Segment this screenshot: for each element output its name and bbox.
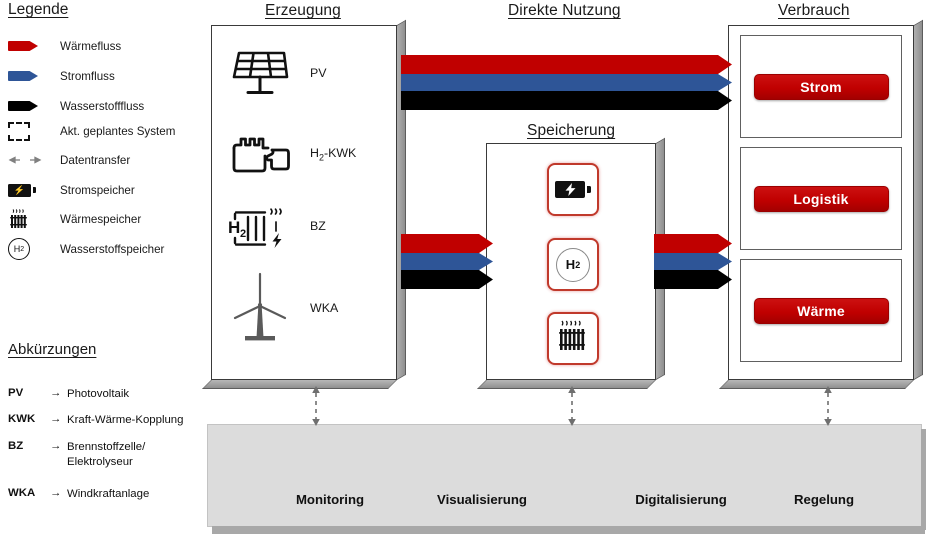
legend-item-label: Wasserstoffspeicher <box>60 242 165 256</box>
generation-row-label: BZ <box>310 219 326 233</box>
storage-tile-electricity <box>547 163 599 216</box>
flow-arrow-hydrogen-to-storage <box>401 270 493 289</box>
digital-layer-label-regelung: Regelung <box>793 492 855 507</box>
chp-plant-icon <box>224 132 296 176</box>
wind-turbine-icon <box>224 272 296 344</box>
legend-item-label: Wärmefluss <box>60 39 122 53</box>
legend-item-planned-system: Akt. geplantes System <box>8 118 213 144</box>
digital-layer-bar: Monitoring Visualisierung Digitalisierun… <box>207 424 926 534</box>
flow-arrow-heat-to-storage <box>401 234 493 253</box>
abbreviation-key: BZ <box>8 440 24 452</box>
generation-row-wka: WKA <box>224 272 374 341</box>
generation-row-chp: H2-KWK <box>224 124 374 184</box>
flow-arrow-power-direct <box>401 74 732 91</box>
legend-title: Legende <box>8 1 69 18</box>
column-title-direct-use: Direkte Nutzung <box>508 2 621 19</box>
digital-layer-label-digitalisierung: Digitalisierung <box>635 492 727 507</box>
digital-layer-bar-side-shadow <box>921 429 926 530</box>
consumption-pill-waerme[interactable]: Wärme <box>753 297 889 324</box>
blue-flow-arrow-icon <box>8 66 50 86</box>
legend-item-heat-storage: Wärmespeicher <box>8 206 213 232</box>
digital-layer-label-visualisierung: Visualisierung <box>437 492 527 507</box>
storage-tile-heat <box>547 312 599 365</box>
abbreviation-key: KWK <box>8 413 36 425</box>
consumption-cell-strom: Strom <box>740 35 902 138</box>
legend-item-power-flow: Stromfluss <box>8 66 213 86</box>
battery-icon <box>555 181 591 198</box>
abbreviation-row-wka: WKA → Windkraftanlage <box>8 487 149 502</box>
abbreviation-row-kwk: KWK → Kraft-Wärme-Kopplung <box>8 413 183 428</box>
legend-item-label: Wasserstofffluss <box>60 99 145 113</box>
column-title-consumption: Verbrauch <box>778 2 850 19</box>
svg-text:2: 2 <box>240 228 246 240</box>
flow-arrow-hydrogen-to-consumption <box>654 270 732 289</box>
consumption-box-bottom <box>719 380 914 389</box>
red-flow-arrow-icon <box>8 36 50 56</box>
flow-arrow-hydrogen-direct <box>401 91 732 110</box>
data-transfer-connector-storage <box>568 386 576 426</box>
abbreviation-value: Kraft-Wärme-Kopplung <box>67 414 184 426</box>
generation-row-bz: H 2 BZ <box>224 196 374 256</box>
digital-layer-bar-shadow <box>212 526 925 534</box>
radiator-icon <box>8 209 50 229</box>
data-transfer-connector-generation <box>312 386 320 426</box>
consumption-cell-logistik: Logistik <box>740 147 902 250</box>
chp-label-subscript: 2 <box>318 152 324 163</box>
abbreviations-title: Abkürzungen <box>8 341 97 358</box>
arrow-glyph-icon: → <box>50 387 62 399</box>
abbreviation-row-pv: PV → Photovoltaik <box>8 387 129 402</box>
solar-panel-icon <box>224 47 296 99</box>
legend-item-heat-flow: Wärmefluss <box>8 36 213 56</box>
fuel-cell-icon: H 2 <box>224 200 296 252</box>
battery-icon: ⚡ <box>8 180 50 200</box>
arrow-glyph-icon: → <box>50 413 62 425</box>
consumption-cell-waerme: Wärme <box>740 259 902 362</box>
legend-item-hydrogen-flow: Wasserstofffluss <box>8 96 213 116</box>
legend-item-power-storage: ⚡ Stromspeicher <box>8 180 213 200</box>
abbreviation-key: WKA <box>8 487 36 499</box>
generation-box-bottom <box>202 380 397 389</box>
generation-box <box>202 19 406 389</box>
flow-arrow-heat-to-consumption <box>654 234 732 253</box>
consumption-pill-strom[interactable]: Strom <box>753 73 889 100</box>
flow-arrow-heat-direct <box>401 55 732 74</box>
legend-item-label: Wärmespeicher <box>60 212 142 226</box>
generation-row-label: WKA <box>310 301 339 315</box>
dashed-box-icon <box>8 121 50 141</box>
flow-arrow-power-to-consumption <box>654 253 732 270</box>
black-flow-arrow-icon <box>8 96 50 116</box>
legend-item-label: Akt. geplantes System <box>60 124 176 138</box>
flow-arrow-power-to-storage <box>401 253 493 270</box>
abbreviation-value: Brennstoffzelle/ Elektrolyseur <box>67 441 146 468</box>
abbreviation-value: Windkraftanlage <box>67 488 150 500</box>
generation-row-label: H2-KWK <box>310 145 357 163</box>
generation-box-face <box>211 25 397 380</box>
column-title-generation: Erzeugung <box>265 2 341 19</box>
legend-item-data-transfer: Datentransfer <box>8 150 213 170</box>
data-transfer-arrows-icon <box>8 150 50 170</box>
abbreviation-row-bz: BZ → Brennstoffzelle/ Elektrolyseur <box>8 440 145 470</box>
legend-item-label: Stromfluss <box>60 69 115 83</box>
column-title-storage: Speicherung <box>527 122 616 139</box>
radiator-icon <box>555 319 591 358</box>
consumption-pill-logistik[interactable]: Logistik <box>753 185 889 212</box>
generation-row-label: PV <box>310 66 327 80</box>
abbreviation-key: PV <box>8 387 24 399</box>
abbreviation-value: Photovoltaik <box>67 388 130 400</box>
svg-text:H: H <box>228 218 240 237</box>
arrow-glyph-icon: → <box>50 487 62 499</box>
legend-item-label: Stromspeicher <box>60 183 135 197</box>
digital-layer-label-monitoring: Monitoring <box>295 492 365 507</box>
generation-row-pv: PV <box>224 43 374 103</box>
chp-label-tail: -KWK <box>323 145 357 160</box>
arrow-glyph-icon: → <box>50 440 62 452</box>
consumption-box-side <box>914 19 923 381</box>
data-transfer-connector-consumption <box>824 386 832 426</box>
legend-item-label: Datentransfer <box>60 153 131 167</box>
